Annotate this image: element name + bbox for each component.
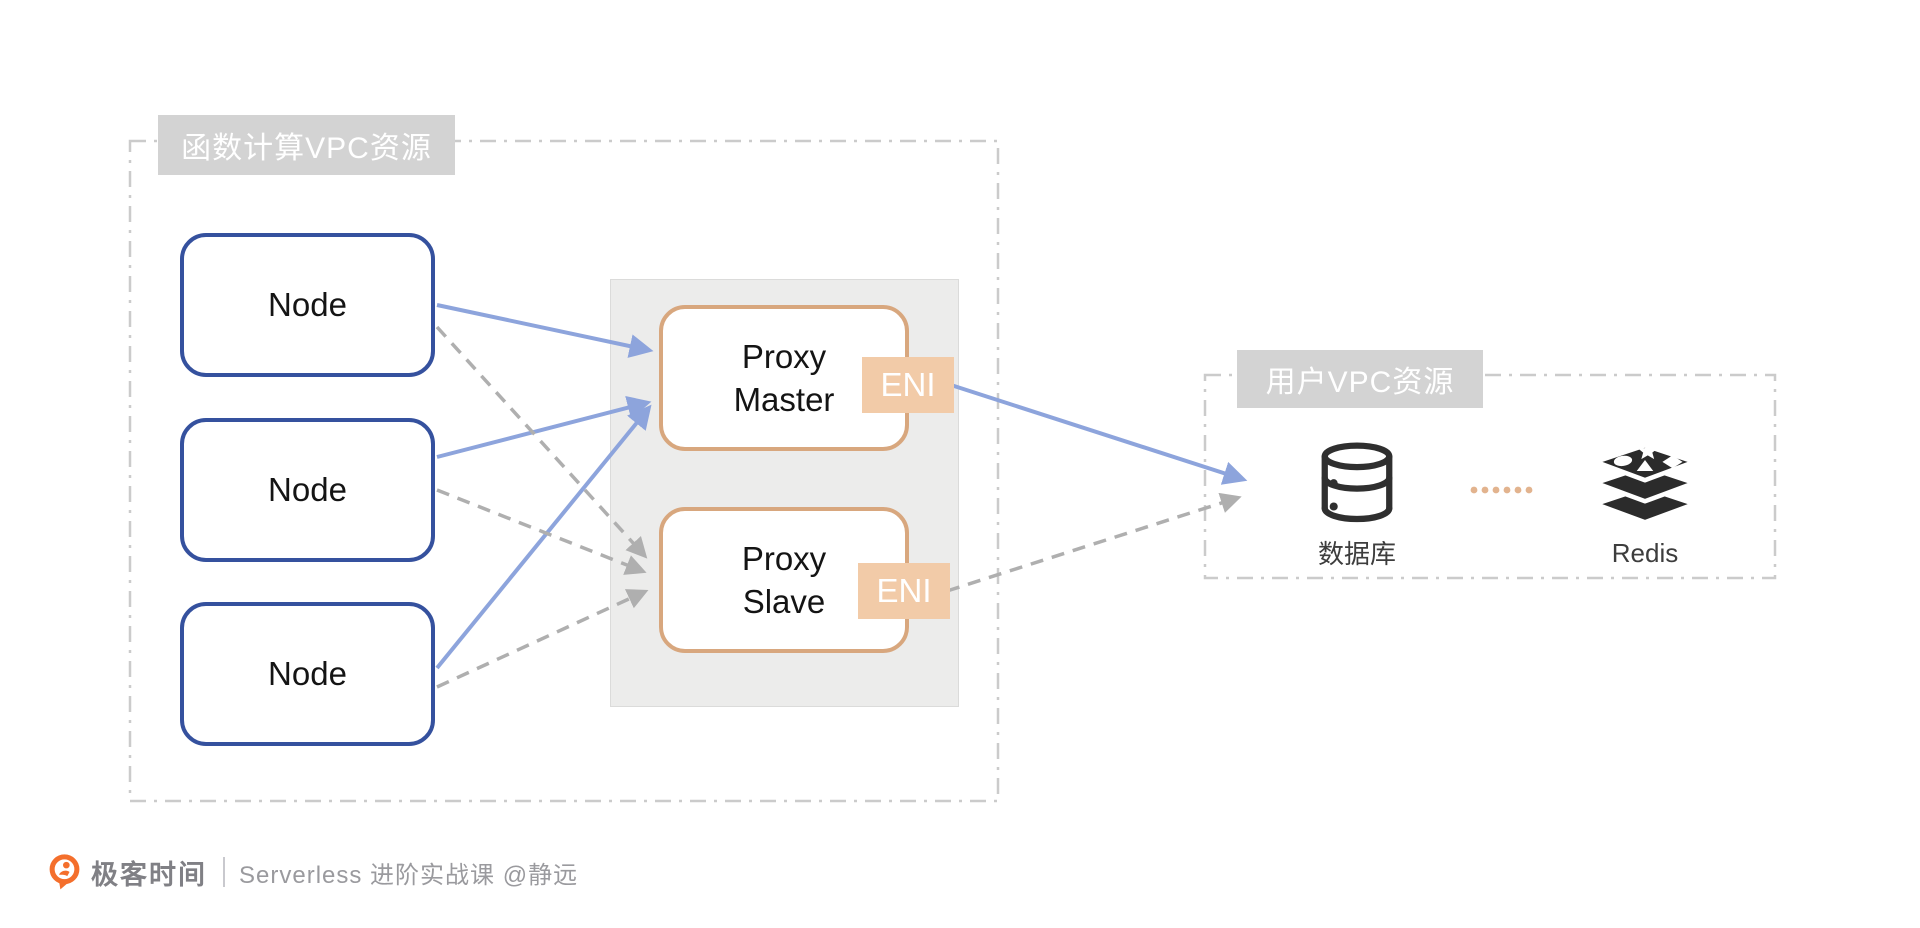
eni-tag-master: ENI xyxy=(862,357,954,413)
footer: 极客时间 Serverless 进阶实战课 @静远 xyxy=(48,850,578,894)
node-label: Node xyxy=(268,655,347,692)
redis-resource: Redis xyxy=(1585,436,1705,569)
edges-node-to-slave xyxy=(435,325,649,689)
edge-master-eni-to-uservpc xyxy=(950,383,1248,485)
dots-connector xyxy=(1470,486,1533,494)
node-label: Node xyxy=(268,286,347,323)
proxy-slave-label: Proxy Slave xyxy=(741,540,827,620)
eni-tag-slave: ENI xyxy=(858,563,950,619)
geektime-logo-icon xyxy=(49,854,80,890)
footer-divider xyxy=(223,857,225,887)
edge-slave-eni-to-uservpc xyxy=(946,492,1242,593)
node-box-2: Node xyxy=(180,418,435,562)
edges-node-to-master xyxy=(435,303,654,670)
function-vpc-label: 函数计算VPC资源 xyxy=(158,115,455,175)
node-box-1: Node xyxy=(180,233,435,377)
function-vpc-container-border xyxy=(128,139,1000,803)
user-vpc-label: 用户VPC资源 xyxy=(1237,350,1483,408)
proxy-master-label: Proxy Master xyxy=(733,338,835,418)
database-label: 数据库 xyxy=(1317,539,1396,569)
node-box-3: Node xyxy=(180,602,435,746)
node-label: Node xyxy=(268,471,347,508)
course-title: Serverless 进阶实战课 @静远 xyxy=(239,861,579,889)
redis-label: Redis xyxy=(1611,538,1679,568)
redis-icon xyxy=(1593,441,1697,525)
database-resource: 数据库 xyxy=(1305,442,1409,571)
brand-name: 极客时间 xyxy=(91,859,207,890)
database-icon xyxy=(1321,442,1393,523)
user-vpc-container-border xyxy=(1203,373,1777,580)
